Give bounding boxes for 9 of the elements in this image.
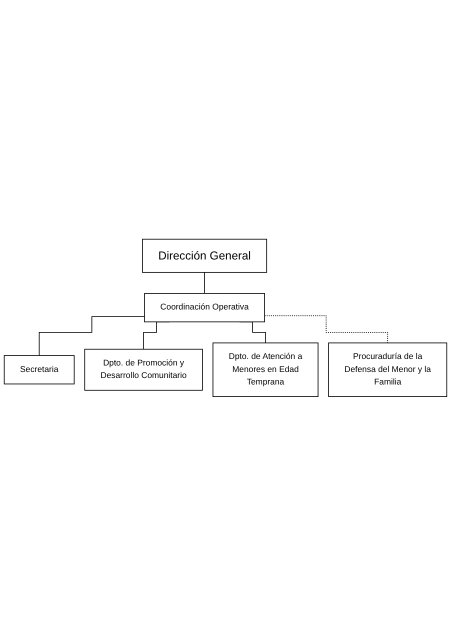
connector xyxy=(204,272,205,294)
node-box: Secretaria xyxy=(4,355,75,384)
node-box: Dirección General xyxy=(142,238,268,273)
connector xyxy=(38,316,145,356)
connector xyxy=(264,315,388,344)
node-box: Procuraduría de la Defensa del Menor y la Familia xyxy=(328,342,448,398)
node-box: Dpto. de Promoción y Desarrollo Comunitario xyxy=(84,348,203,391)
node-box: Dpto. de Atención a Menores en Edad Temprana xyxy=(212,342,318,398)
node-box: Coordinación Operativa xyxy=(144,293,265,322)
